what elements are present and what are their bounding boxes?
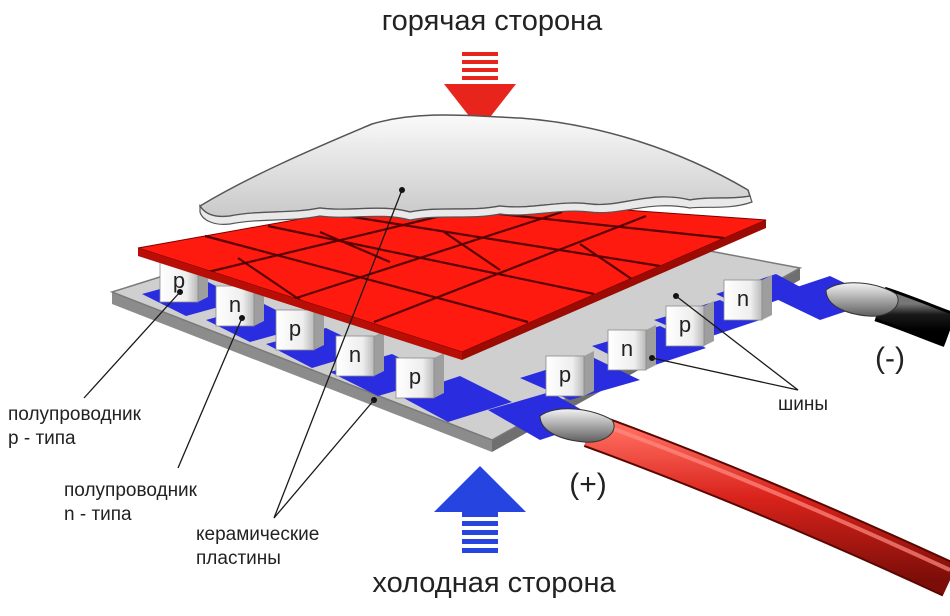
leg-letter: n xyxy=(737,286,749,311)
ceramic-plates-label-line2: пластины xyxy=(196,548,281,569)
buses-label: шины xyxy=(778,394,828,415)
hot-side-label: горячая сторона xyxy=(382,5,603,37)
negative-terminal-label: (-) xyxy=(875,342,905,375)
leg-letter: p xyxy=(289,316,301,341)
semiconductor-leg-n: n xyxy=(607,325,656,371)
semiconductor-leg-p: p xyxy=(665,301,714,347)
negative-wire xyxy=(825,282,950,347)
positive-wire xyxy=(539,408,950,597)
ceramic-plates-label-line1: керамические xyxy=(196,524,319,545)
n-type-label-line1: полупроводник xyxy=(64,480,198,501)
semiconductor-leg-p: p xyxy=(275,305,324,351)
leg-letter: p xyxy=(679,312,691,337)
cold-side-arrow xyxy=(434,466,526,553)
semiconductor-leg-p: p xyxy=(545,351,594,397)
leader-lines xyxy=(83,187,799,519)
semiconductor-leg-n: n xyxy=(723,275,772,321)
leg-letter: p xyxy=(559,362,571,387)
top-ceramic-plate xyxy=(198,114,753,225)
p-type-label-line2: p - типа xyxy=(8,428,76,449)
semiconductor-leg-p: p xyxy=(395,353,444,399)
leg-letter: p xyxy=(409,364,421,389)
cold-side-label: холодная сторона xyxy=(372,567,616,599)
hot-side-arrow xyxy=(444,52,516,130)
n-type-label-line2: n - типа xyxy=(64,504,132,525)
leg-letter: n xyxy=(349,342,361,367)
top-conductor-grid xyxy=(137,195,767,360)
leg-letter: p xyxy=(173,268,185,293)
positive-terminal-label: (+) xyxy=(569,468,607,501)
semiconductor-legs: p n p n p p n p n xyxy=(159,257,772,399)
p-type-label-line1: полупроводник xyxy=(8,404,142,425)
leg-letter: n xyxy=(621,336,633,361)
leg-letter: n xyxy=(229,292,241,317)
semiconductor-leg-n: n xyxy=(335,331,384,377)
